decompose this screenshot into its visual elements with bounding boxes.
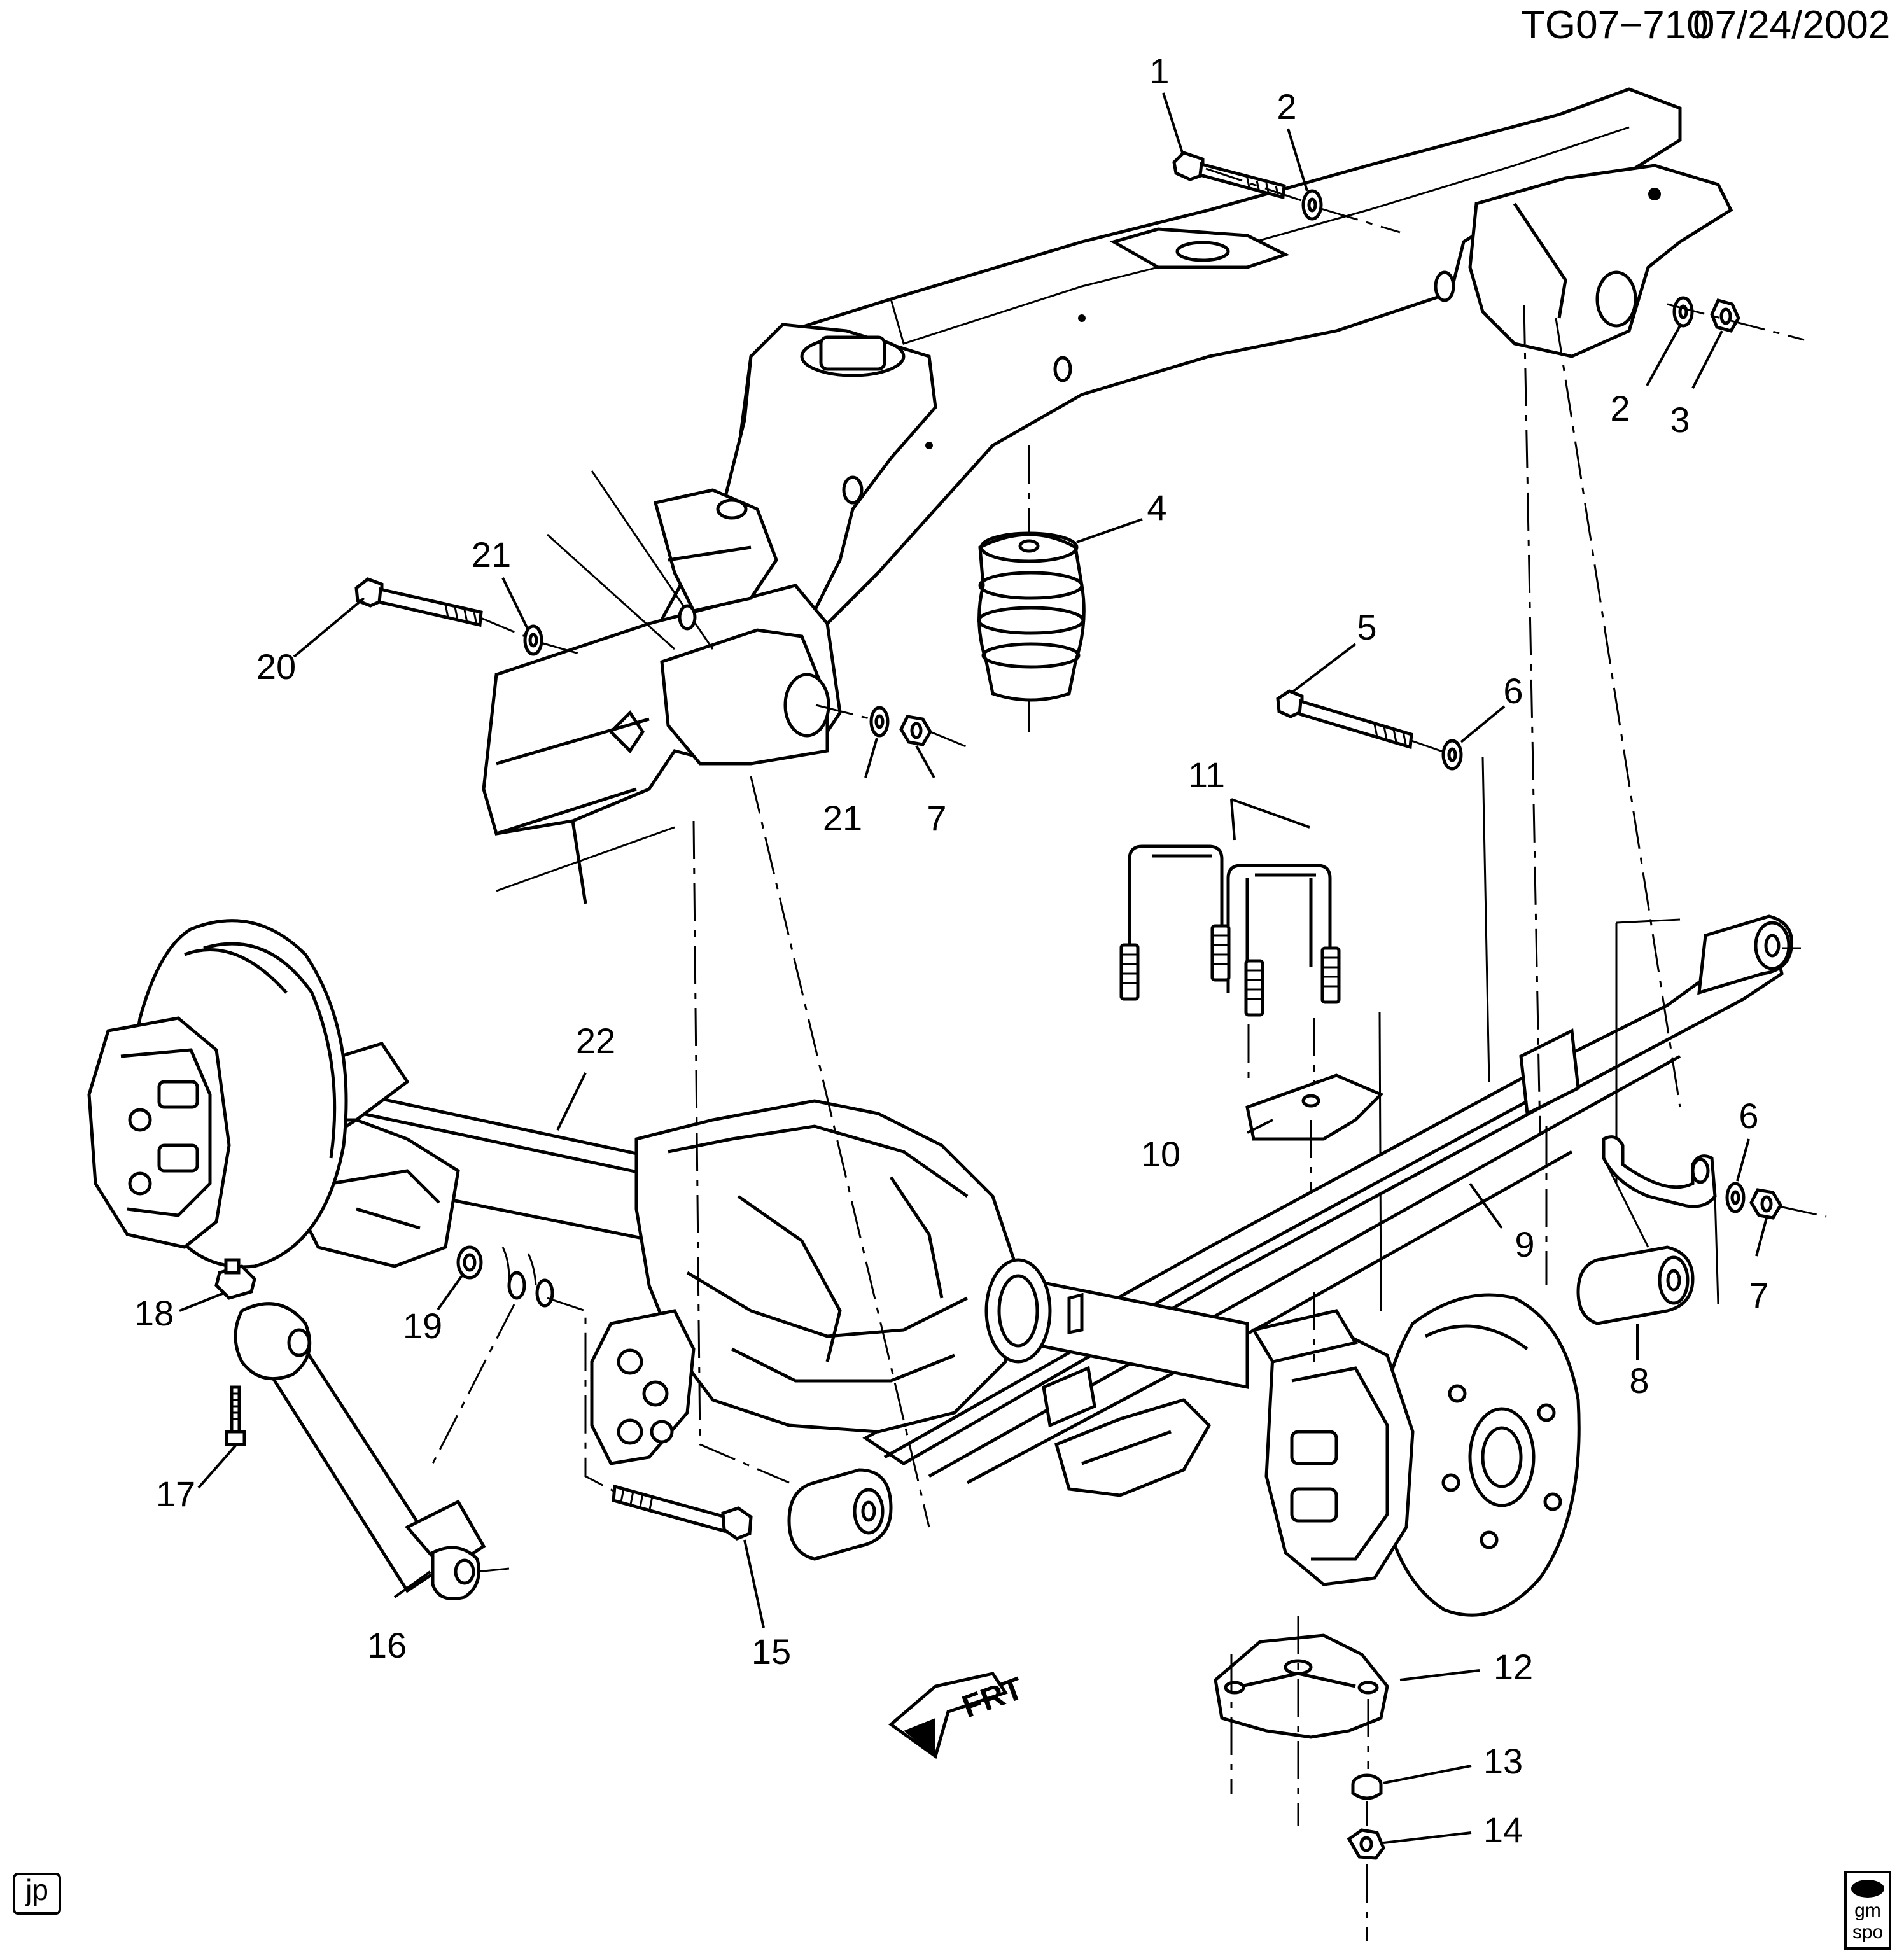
part-18-nut-plate [214,1258,256,1300]
part-15-bolt [612,1484,753,1541]
part-8-bushing [1576,1245,1695,1325]
part-2-washer-top [1301,189,1323,221]
part-5-bolt [1276,689,1413,750]
callout-8: 8 [1629,1360,1649,1401]
part-21-washer-upper [523,624,543,656]
callout-5: 5 [1357,607,1376,647]
diagram-code: TG07−710 [1521,3,1709,47]
part-20-bolt [354,577,483,627]
gm-spo-logo: gm spo [1844,1871,1891,1950]
callout-21-upper: 21 [472,535,511,575]
part-22-axle [240,1042,1249,1497]
callout-11: 11 [1188,755,1225,795]
part-21-washer-lower [869,706,890,738]
part-7-nut-left [899,715,932,746]
part-14-nut [1347,1828,1385,1860]
callout-21-lower: 21 [823,798,862,838]
right-brake-rotor [1251,1293,1581,1617]
callout-19: 19 [403,1306,442,1346]
leader-lines [179,92,1768,1844]
part-6-washer-upper [1441,739,1463,771]
part-3-nut [1710,298,1740,333]
callout-2-top: 2 [1277,87,1296,127]
callout-3: 3 [1670,400,1690,440]
front-direction-arrow: FRT [888,1670,1028,1759]
callout-labels: 1 2 2 3 4 5 6 6 7 7 8 9 10 11 12 13 14 1… [134,51,1769,1850]
shackle [1602,1135,1719,1305]
callout-20: 20 [256,647,296,687]
callout-10: 10 [1141,1134,1180,1174]
callout-7-right: 7 [1749,1275,1768,1315]
part-10-spacer-plate [1245,1073,1384,1228]
spring-front-bushing [787,1468,893,1561]
part-2-washer-right [1672,296,1694,328]
artist-badge: jp [13,1873,61,1915]
logo-gm: gm [1854,1900,1881,1921]
callout-12: 12 [1494,1647,1533,1687]
part-6-washer-lower [1725,1182,1746,1213]
callout-22: 22 [576,1021,615,1061]
frame-crossmember [482,87,1733,904]
callout-9: 9 [1515,1224,1534,1264]
callout-13: 13 [1483,1741,1523,1781]
diagram-date: 07/24/2002 [1693,3,1890,47]
callout-1: 1 [1149,51,1169,91]
part-16-shock-absorber [234,1302,510,1600]
callout-7-left: 7 [927,798,946,838]
alignment-lines [431,167,1827,1941]
part-12-spring-plate [1214,1633,1389,1739]
callout-15: 15 [752,1632,791,1672]
logo-spo: spo [1852,1922,1883,1943]
callout-18: 18 [134,1293,174,1333]
part-17-bolt [225,1385,246,1446]
part-1-bolt [1172,151,1286,200]
callout-6-lower: 6 [1739,1096,1758,1136]
part-13-washer [1351,1773,1383,1800]
callout-4: 4 [1147,487,1166,528]
callout-2-right: 2 [1610,388,1630,428]
part-4-jounce-bumper [977,445,1086,732]
part-11-u-bolts [1119,844,1382,1311]
part-7-nut-right [1749,1188,1782,1220]
callout-6-upper: 6 [1503,671,1523,711]
callout-17: 17 [156,1474,195,1514]
callout-14: 14 [1483,1810,1523,1850]
part-19-spacer [456,1245,483,1280]
artist-initials: jp [24,1873,48,1906]
shock-bracket-washers [501,1247,554,1308]
callout-16: 16 [367,1625,407,1665]
left-brake-rotor [87,919,348,1269]
